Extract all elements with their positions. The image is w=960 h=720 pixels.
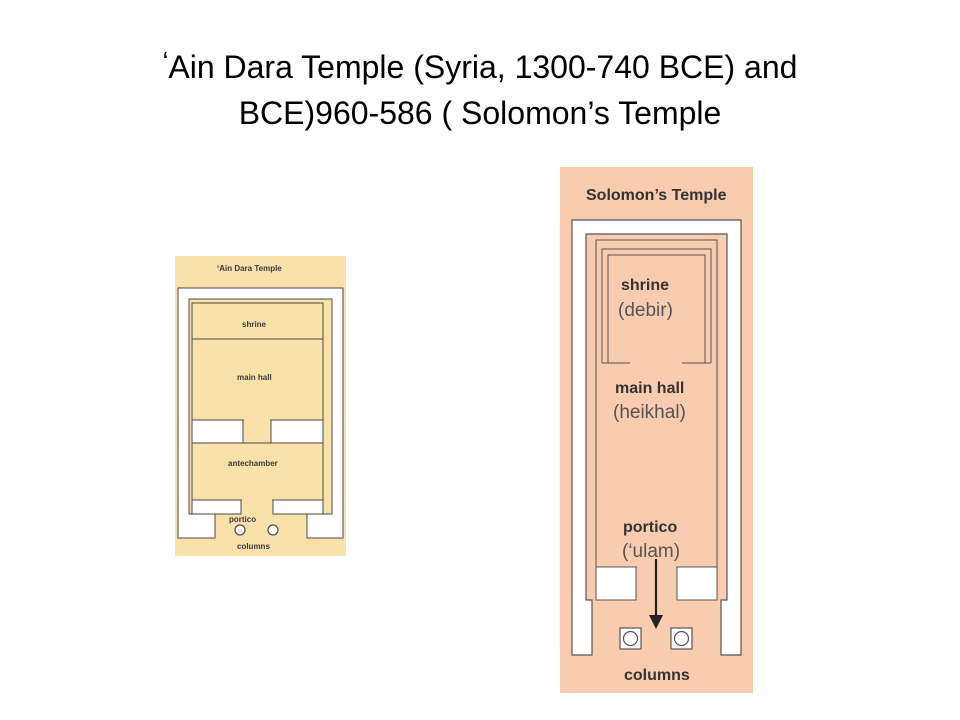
ain-dara-portico-wall-left <box>191 499 242 515</box>
solomon-portico-hebrew-label: (‘ulam) <box>622 541 680 562</box>
solomon-main-hall-label: main hall <box>615 380 684 397</box>
ain-dara-column-left <box>234 524 246 536</box>
ain-dara-main-block <box>191 302 324 421</box>
slide-title: ‘Ain Dara Temple (Syria, 1300-740 BCE) a… <box>60 44 900 136</box>
ain-dara-plan-panel: ‘Ain Dara Temple shrine main hall antech… <box>175 256 346 556</box>
solomon-entry-arrow-head <box>649 615 663 629</box>
solomon-plan: Solomon’s Temple shrine (debir) main hal… <box>560 167 753 693</box>
ain-dara-wall-left <box>191 419 244 444</box>
solomon-column-right <box>673 630 690 647</box>
title-quote-mark: ‘ <box>162 46 169 76</box>
title-line-2: BCE)960-586 ( Solomon’s Temple <box>238 95 722 131</box>
ain-dara-main-hall-label: main hall <box>237 373 272 382</box>
solomon-shrine-outer-line <box>601 248 712 363</box>
solomon-shrine-label: shrine <box>621 277 669 294</box>
ain-dara-heading: ‘Ain Dara Temple <box>217 264 282 273</box>
ain-dara-columns-label: columns <box>237 542 270 551</box>
solomon-portico-wall-left <box>595 566 637 601</box>
ain-dara-shrine-label: shrine <box>242 320 267 329</box>
solomon-heading: Solomon’s Temple <box>586 187 727 204</box>
solomon-plan-panel: Solomon’s Temple shrine (debir) main hal… <box>560 167 753 693</box>
solomon-columns-label: columns <box>624 667 690 684</box>
solomon-portico-label: portico <box>623 519 677 536</box>
ain-dara-antechamber <box>191 442 324 501</box>
ain-dara-column-right <box>267 524 279 536</box>
title-line-1-text: Ain Dara Temple (Syria, 1300-740 BCE) an… <box>168 49 798 85</box>
solomon-outer-wall <box>571 219 742 656</box>
title-line-1: ‘Ain Dara Temple (Syria, 1300-740 BCE) a… <box>60 44 900 90</box>
solomon-shrine-hebrew-label: (debir) <box>618 300 673 321</box>
solomon-shrine-inner-line <box>607 254 706 363</box>
ain-dara-connector-upper <box>244 419 270 444</box>
ain-dara-wall-right <box>270 419 324 444</box>
ain-dara-portico-label: portico <box>229 515 256 524</box>
ain-dara-antechamber-label: antechamber <box>228 459 278 468</box>
ain-dara-connector-lower <box>242 499 272 515</box>
ain-dara-plan: ‘Ain Dara Temple shrine main hall antech… <box>175 256 346 556</box>
solomon-main-hall-hebrew-label: (heikhal) <box>613 402 686 423</box>
solomon-column-left <box>622 630 639 647</box>
ain-dara-portico-wall-right <box>272 499 324 515</box>
solomon-portico-wall-right <box>676 566 718 601</box>
ain-dara-outer-wall <box>177 287 344 539</box>
solomon-main-block <box>595 239 718 568</box>
